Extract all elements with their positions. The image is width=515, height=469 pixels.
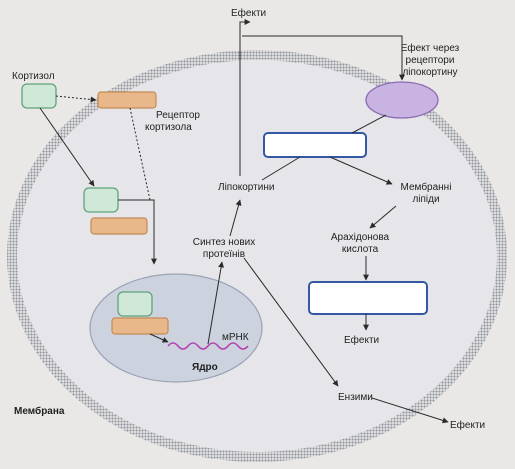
cell-interior xyxy=(17,60,497,452)
arrow-synthesis-to-enzymes xyxy=(243,257,339,387)
connector-receptor-to-box xyxy=(351,114,387,134)
cortisol-complex-orange xyxy=(90,217,148,235)
mrna-strand xyxy=(167,342,249,350)
label-membrane: Мембрана xyxy=(14,405,65,417)
cortisol-receptor xyxy=(97,91,157,109)
label-effects-right: Ефекти xyxy=(450,419,485,431)
arrow-synthesis-to-lipocortins xyxy=(229,199,242,237)
nuclear-complex-green xyxy=(117,291,153,317)
blue-box-top xyxy=(263,132,367,158)
arrow-mrna-to-synthesis xyxy=(207,261,225,345)
arrow-cortisol-to-complex xyxy=(39,107,95,187)
arrow-cortisol-to-receptor xyxy=(55,95,97,103)
label-arachidonic-2: кислота xyxy=(342,244,379,255)
arrow-box-to-lipids xyxy=(329,156,393,185)
label-receptor-2: кортизола xyxy=(145,122,192,133)
label-nucleus: Ядро xyxy=(192,362,218,373)
lipocortin-receptor xyxy=(365,81,439,119)
arrow-complex-to-mrna xyxy=(149,333,169,343)
arrow-complex-to-nucleus xyxy=(118,199,157,265)
label-mrna: мРНК xyxy=(222,332,249,343)
label-effects-top: Ефекти xyxy=(231,7,266,19)
label-synthesis-2: протеїнів xyxy=(203,249,245,260)
blue-box-bottom xyxy=(308,281,428,315)
label-membrane-lipids-1: Мембранні xyxy=(401,181,452,193)
label-synthesis-1: Синтез нових xyxy=(193,237,256,248)
label-effects-mid: Ефекти xyxy=(344,334,379,346)
label-lipo-receptor-3: ліпокортину xyxy=(402,67,457,78)
label-enzymes: Ензими xyxy=(338,392,373,403)
label-arachidonic-1: Арахідонова xyxy=(331,232,390,243)
label-lipo-receptor-2: рецептори xyxy=(406,55,455,66)
label-membrane-lipids-2: ліпіди xyxy=(412,194,439,205)
arrow-lipids-to-arachidonic xyxy=(369,205,397,229)
arrow-enzymes-to-effects xyxy=(371,397,449,424)
label-cortisol: Кортизол xyxy=(12,71,55,82)
label-lipo-receptor-1: Ефект через xyxy=(401,42,460,54)
connector-lipocortins-to-box xyxy=(261,156,301,181)
label-receptor-1: Рецептор xyxy=(156,110,200,121)
arrow-lipocortins-to-effects xyxy=(239,19,251,176)
label-lipocortins: Ліпокортини xyxy=(218,182,274,193)
arrow-to-lipocortin-receptor xyxy=(242,35,405,81)
nuclear-complex-orange xyxy=(111,317,169,335)
cortisol-molecule xyxy=(21,83,57,109)
cortisol-complex-green xyxy=(83,187,119,213)
